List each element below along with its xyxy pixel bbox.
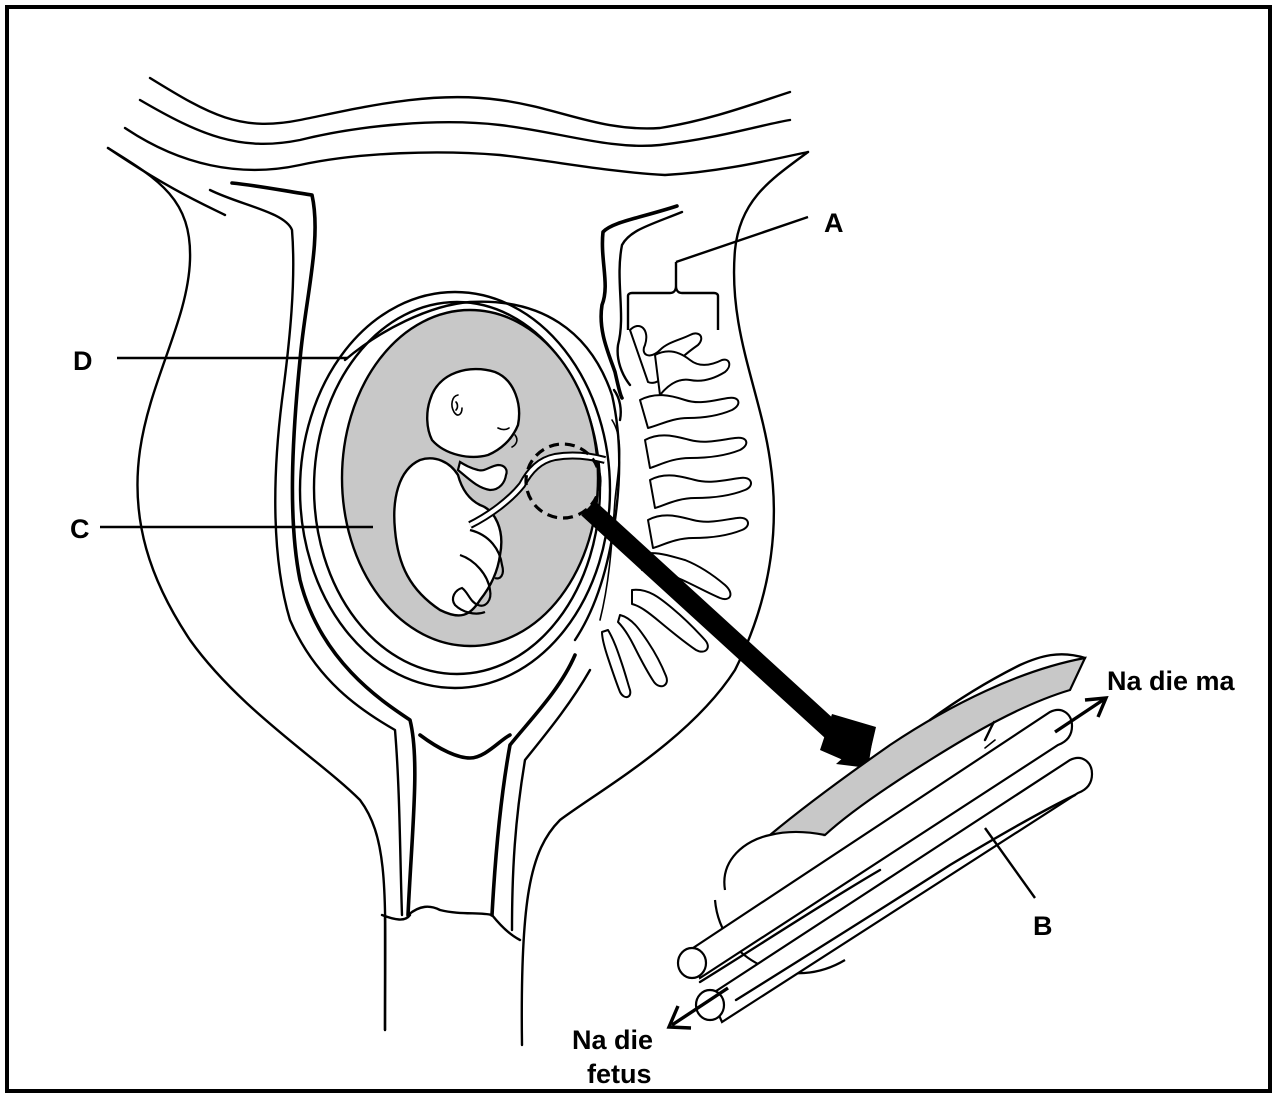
label-to-fetus-line2: fetus bbox=[587, 1059, 652, 1089]
label-d: D bbox=[73, 346, 93, 376]
bracket-a bbox=[628, 262, 718, 330]
label-to-mother: Na die ma bbox=[1107, 666, 1236, 696]
label-c: C bbox=[70, 514, 90, 544]
label-a: A bbox=[824, 208, 844, 238]
label-b: B bbox=[1033, 911, 1053, 941]
leader-b bbox=[985, 828, 1035, 898]
vessel-detail bbox=[678, 654, 1092, 1022]
label-to-fetus-line1: Na die bbox=[572, 1025, 653, 1055]
